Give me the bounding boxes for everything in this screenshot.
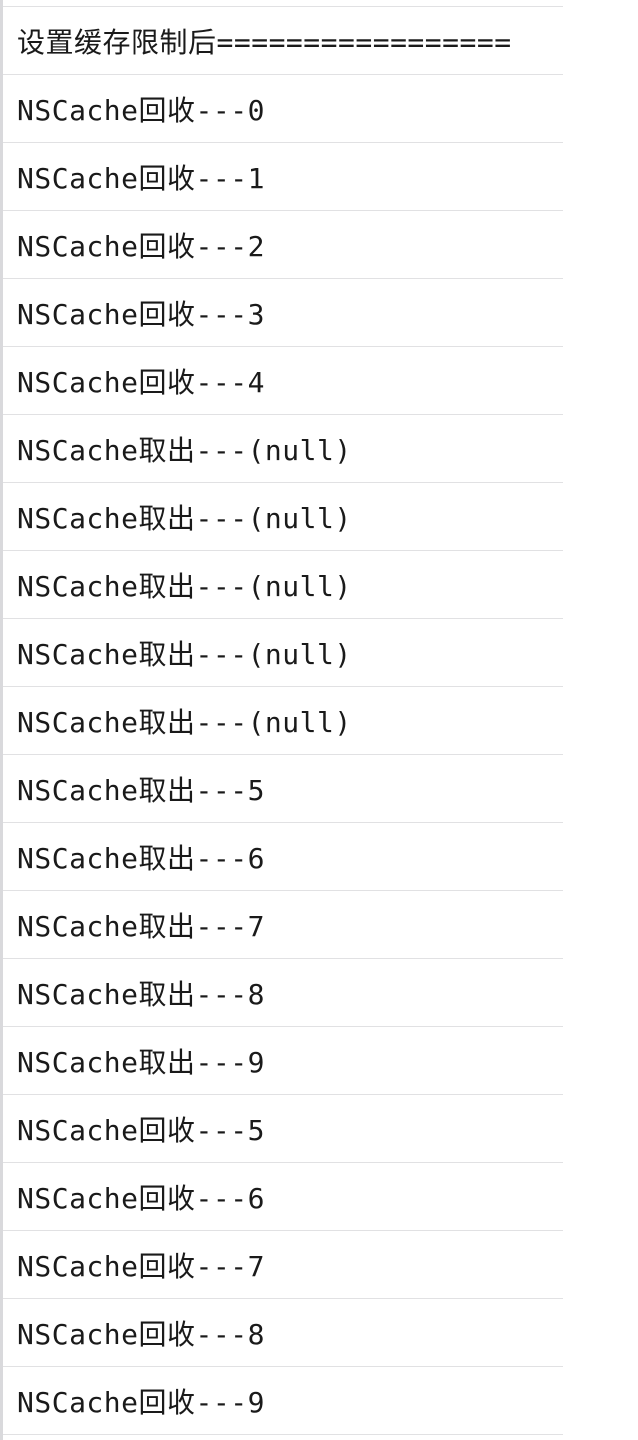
log-line[interactable]: NSCache回收---7: [3, 1231, 563, 1299]
log-line[interactable]: NSCache回收---1: [3, 143, 563, 211]
log-line[interactable]: NSCache回收---5: [3, 1095, 563, 1163]
log-line[interactable]: NSCache回收---0: [3, 75, 563, 143]
log-line[interactable]: NSCache取出---9: [3, 1027, 563, 1095]
log-line[interactable]: NSCache回收---2: [3, 211, 563, 279]
console-left-border: [0, 0, 3, 1440]
log-line[interactable]: NSCache取出---8: [3, 959, 563, 1027]
previous-line-divider: [3, 0, 563, 7]
log-line[interactable]: NSCache取出---(null): [3, 551, 563, 619]
log-line[interactable]: NSCache取出---(null): [3, 483, 563, 551]
log-line[interactable]: NSCache回收---8: [3, 1299, 563, 1367]
log-line[interactable]: NSCache取出---(null): [3, 415, 563, 483]
log-line[interactable]: NSCache取出---(null): [3, 619, 563, 687]
log-line-separator[interactable]: 设置缓存限制后=================: [3, 7, 563, 75]
log-line[interactable]: NSCache回收---6: [3, 1163, 563, 1231]
log-line[interactable]: NSCache取出---7: [3, 891, 563, 959]
log-line[interactable]: NSCache回收---3: [3, 279, 563, 347]
log-line[interactable]: NSCache取出---(null): [3, 687, 563, 755]
log-line[interactable]: NSCache取出---5: [3, 755, 563, 823]
log-line[interactable]: NSCache回收---4: [3, 347, 563, 415]
log-line[interactable]: NSCache回收---9: [3, 1367, 563, 1435]
console-log-output[interactable]: 设置缓存限制后================= NSCache回收---0 N…: [3, 0, 563, 1440]
log-line[interactable]: NSCache取出---6: [3, 823, 563, 891]
